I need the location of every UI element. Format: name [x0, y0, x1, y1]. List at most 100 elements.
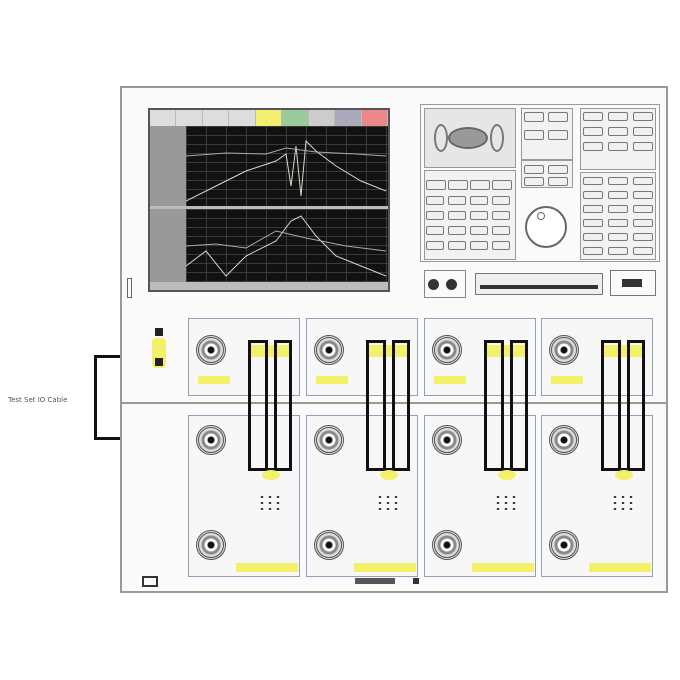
measurement-key[interactable]	[583, 247, 603, 255]
numeric-key[interactable]	[470, 241, 488, 250]
drive-slot	[480, 285, 598, 289]
control-key[interactable]	[524, 177, 544, 186]
navigation-left-button[interactable]	[434, 124, 448, 152]
power-switch[interactable]	[142, 576, 158, 587]
test-port-connector-b-1[interactable]	[196, 530, 226, 560]
numeric-key[interactable]	[448, 241, 466, 250]
numeric-key[interactable]	[470, 196, 488, 205]
setup-key[interactable]	[608, 127, 628, 136]
receiver-jumper-cable-3[interactable]	[510, 340, 528, 470]
softkey-button[interactable]	[470, 180, 490, 190]
measurement-key[interactable]	[583, 219, 603, 227]
reference-label-1	[198, 376, 230, 384]
jumper-bottom-1	[248, 468, 292, 471]
setup-key[interactable]	[608, 142, 628, 151]
ground-terminal[interactable]	[413, 578, 419, 584]
test-port-connector-b-3[interactable]	[432, 530, 462, 560]
receiver-jumper-cable-1[interactable]	[274, 340, 292, 470]
measurement-key[interactable]	[633, 191, 653, 199]
softkey-button[interactable]	[426, 180, 446, 190]
measurement-key[interactable]	[583, 177, 603, 185]
test-port-connector-a-4[interactable]	[549, 425, 579, 455]
trace-window-2	[186, 209, 388, 282]
display-status-bar	[150, 282, 388, 290]
softkey-button[interactable]	[492, 180, 512, 190]
numeric-key[interactable]	[448, 196, 466, 205]
numeric-key[interactable]	[492, 241, 510, 250]
rf-led	[155, 328, 163, 336]
reference-connector-2[interactable]	[314, 335, 344, 365]
setup-key[interactable]	[583, 127, 603, 136]
test-points-3	[494, 494, 518, 512]
measurement-key[interactable]	[583, 233, 603, 241]
test-port-connector-a-3[interactable]	[432, 425, 462, 455]
bias-label-4	[615, 470, 633, 480]
usb-port-2[interactable]	[446, 279, 457, 290]
measurement-key[interactable]	[633, 177, 653, 185]
function-key[interactable]	[524, 112, 544, 122]
function-key[interactable]	[548, 112, 568, 122]
numeric-key[interactable]	[426, 241, 444, 250]
function-key[interactable]	[524, 130, 544, 140]
measurement-key[interactable]	[608, 177, 628, 185]
test-points-2	[376, 494, 400, 512]
function-key[interactable]	[548, 130, 568, 140]
reference-connector-4[interactable]	[549, 335, 579, 365]
setup-key[interactable]	[583, 112, 603, 121]
reference-connector-3[interactable]	[432, 335, 462, 365]
numeric-key[interactable]	[492, 196, 510, 205]
measurement-key[interactable]	[608, 191, 628, 199]
test-port-connector-b-4[interactable]	[549, 530, 579, 560]
test-port-connector-b-2[interactable]	[314, 530, 344, 560]
measurement-key[interactable]	[608, 247, 628, 255]
measurement-key[interactable]	[608, 219, 628, 227]
source-jumper-cable-2[interactable]	[366, 340, 386, 470]
power-indicator	[127, 278, 132, 298]
rf-switch[interactable]	[155, 358, 163, 366]
setup-key[interactable]	[608, 112, 628, 121]
softkey-button[interactable]	[448, 180, 468, 190]
control-key[interactable]	[548, 165, 568, 174]
bias-label-3	[498, 470, 516, 480]
jumper-label-4	[601, 345, 645, 357]
measurement-key[interactable]	[583, 205, 603, 213]
numeric-key[interactable]	[492, 226, 510, 235]
usb-port-1[interactable]	[428, 279, 439, 290]
setup-key[interactable]	[633, 127, 653, 136]
numeric-key[interactable]	[492, 211, 510, 220]
receiver-jumper-cable-2[interactable]	[392, 340, 410, 470]
measurement-key[interactable]	[608, 233, 628, 241]
measurement-key[interactable]	[633, 219, 653, 227]
reference-label-2	[316, 376, 348, 384]
control-key[interactable]	[548, 177, 568, 186]
source-jumper-cable-3[interactable]	[484, 340, 504, 470]
setup-key[interactable]	[583, 142, 603, 151]
setup-key[interactable]	[633, 112, 653, 121]
numeric-key[interactable]	[448, 226, 466, 235]
rotary-knob[interactable]	[525, 206, 567, 248]
source-jumper-cable-4[interactable]	[601, 340, 621, 470]
measurement-key[interactable]	[608, 205, 628, 213]
source-jumper-cable-1[interactable]	[248, 340, 268, 470]
measurement-key[interactable]	[633, 247, 653, 255]
reference-connector-1[interactable]	[196, 335, 226, 365]
numeric-key[interactable]	[470, 211, 488, 220]
setup-key[interactable]	[633, 142, 653, 151]
numeric-key[interactable]	[426, 211, 444, 220]
numeric-key[interactable]	[448, 211, 466, 220]
measurement-key[interactable]	[633, 205, 653, 213]
numeric-key[interactable]	[426, 226, 444, 235]
trace-1	[186, 139, 387, 202]
navigation-right-button[interactable]	[490, 124, 504, 152]
measurement-key[interactable]	[633, 233, 653, 241]
numeric-key[interactable]	[426, 196, 444, 205]
eject-button[interactable]	[622, 279, 642, 287]
measurement-key[interactable]	[583, 191, 603, 199]
test-port-connector-a-2[interactable]	[314, 425, 344, 455]
navigation-center-button[interactable]	[448, 127, 488, 149]
test-port-connector-a-1[interactable]	[196, 425, 226, 455]
control-key[interactable]	[524, 165, 544, 174]
numeric-key[interactable]	[470, 226, 488, 235]
receiver-jumper-cable-4[interactable]	[627, 340, 645, 470]
trace-2	[186, 215, 387, 277]
